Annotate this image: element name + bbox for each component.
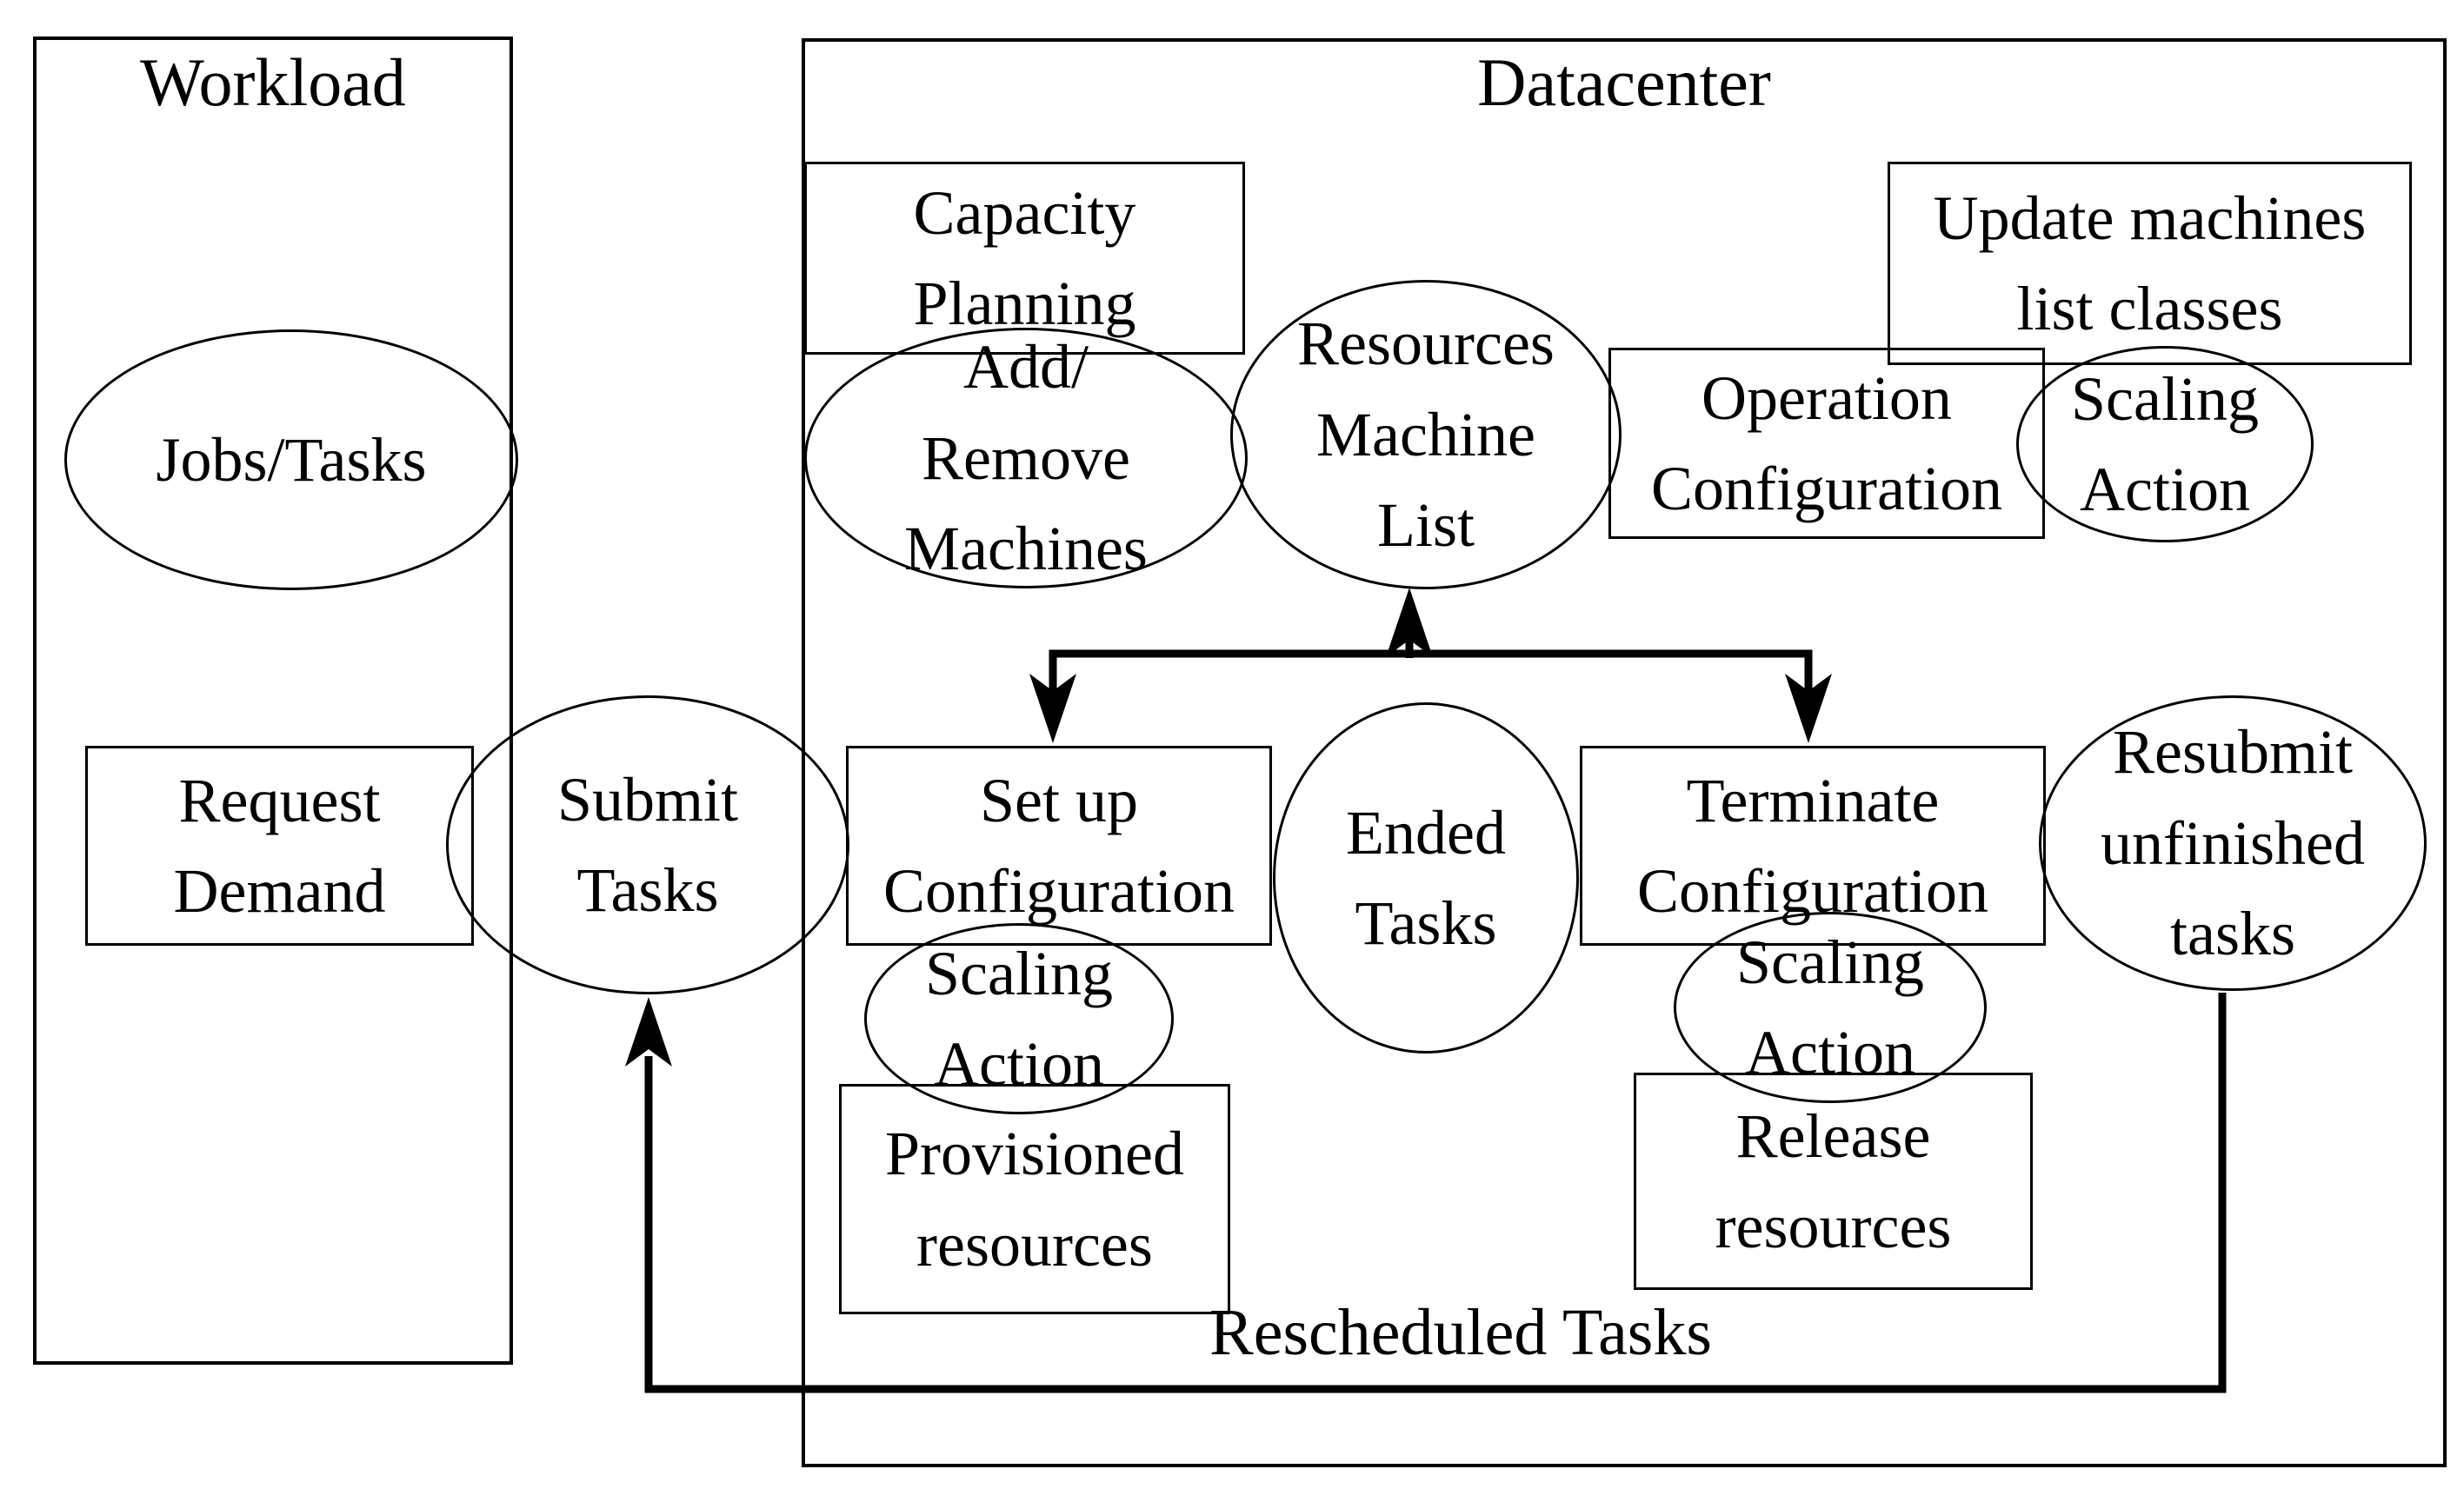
workload-title: Workload: [140, 44, 406, 120]
node-set-up-configuration: Set up Configuration: [846, 746, 1272, 946]
arrowhead-up-submit-tasks: [625, 997, 672, 1067]
node-operation-configuration: Operation Configuration: [1608, 348, 2045, 539]
node-update-machines-list-classes: Update machines list classes: [1888, 162, 2412, 365]
node-scaling-action-right: Scaling Action: [1674, 912, 1987, 1103]
node-resubmit-unfinished-tasks: Resubmit unfinished tasks: [2039, 695, 2427, 991]
node-request-demand: Request Demand: [85, 746, 474, 946]
rescheduled-tasks-label: Rescheduled Tasks: [1209, 1296, 1712, 1369]
datacenter-title: Datacenter: [1477, 44, 1771, 120]
workload-container: [33, 37, 513, 1365]
node-scaling-action-left: Scaling Action: [864, 923, 1174, 1114]
node-ended-tasks: Ended Tasks: [1273, 702, 1579, 1054]
node-provisioned-resources: Provisioned resources: [839, 1084, 1230, 1314]
node-scaling-action-top: Scaling Action: [2016, 346, 2314, 542]
node-submit-tasks: Submit Tasks: [446, 695, 849, 994]
node-release-resources: Release resources: [1634, 1073, 2033, 1290]
node-jobs-tasks: Jobs/Tasks: [64, 329, 518, 590]
node-resources-machine-list: Resources Machine List: [1230, 280, 1622, 589]
node-add-remove-machines: Add/ Remove Machines: [804, 328, 1248, 588]
